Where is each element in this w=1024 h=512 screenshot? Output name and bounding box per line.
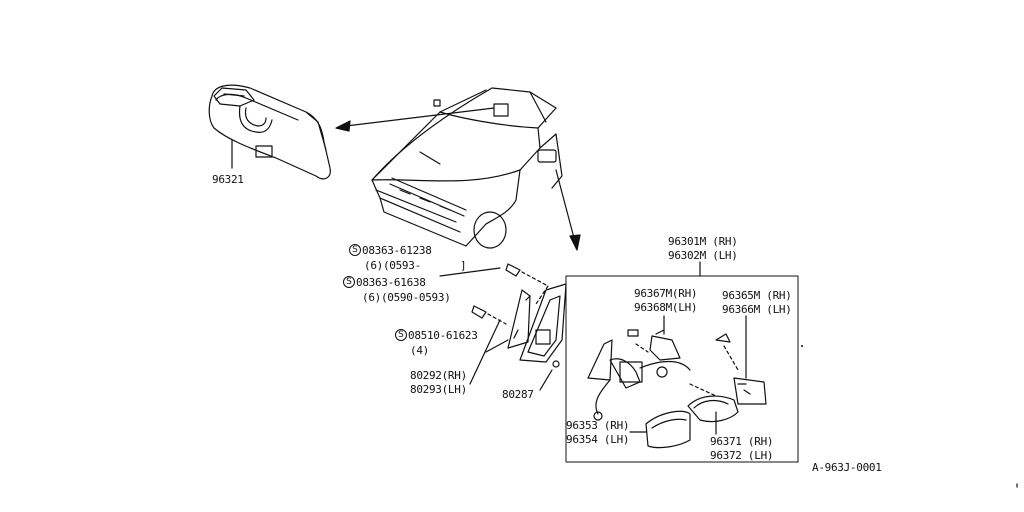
part-label-screw2-code: 08363-61638 <box>356 276 426 289</box>
part-label-screw1-end: ] <box>460 259 467 272</box>
s-mark-icon: S <box>343 276 355 288</box>
part-label-finisher-rh: 80292(RH) <box>410 369 467 382</box>
part-label-glass-rh: 96365M (RH) <box>722 289 792 302</box>
part-label-housing-rh: 96371 (RH) <box>710 435 774 448</box>
screw-parts <box>440 264 548 324</box>
arrow-to-mirror <box>556 170 580 250</box>
s-mark-icon: S <box>395 329 407 341</box>
cover-drawing <box>630 411 690 447</box>
finisher-drawing <box>470 284 566 390</box>
part-label-finisher-lh: 80293(LH) <box>410 383 467 396</box>
part-label-clip: 80287 <box>502 388 534 401</box>
part-label-cover-rh: 96353 (RH) <box>566 419 630 432</box>
s-mark-icon: S <box>349 244 361 256</box>
part-label-screw1-code: 08363-61238 <box>362 244 432 257</box>
part-label-mirror-rh: 96301M (RH) <box>668 235 738 248</box>
mirror-base-drawing <box>588 340 690 420</box>
arrow-to-sun-visor <box>336 108 494 131</box>
car-front-drawing <box>372 88 562 248</box>
part-label-sun-visor: 96321 <box>212 173 244 186</box>
part-label-cover-lh: 96354 (LH) <box>566 433 630 446</box>
part-label-bolt-code: 08510-61623 <box>408 329 478 342</box>
actuator-drawing <box>628 316 680 360</box>
part-label-actuator-lh: 96368M(LH) <box>634 301 698 314</box>
part-label-housing-lh: 96372 (LH) <box>710 449 774 462</box>
part-label-screw1-qty: (6)(0593- <box>364 259 421 272</box>
part-label-actuator-rh: 96367M(RH) <box>634 287 698 300</box>
diagram-code: A-963J-0001 <box>812 461 882 474</box>
part-label-screw2-qty: (6)(0590-0593) <box>362 291 451 304</box>
glass-drawing <box>716 316 766 404</box>
part-label-mirror-lh: 96302M (LH) <box>668 249 738 262</box>
sun-visor-drawing <box>209 85 330 179</box>
housing-drawing <box>688 384 738 434</box>
part-label-glass-lh: 96366M (LH) <box>722 303 792 316</box>
part-label-bolt-qty: (4) <box>410 344 429 357</box>
mirror-assembly-box <box>566 262 798 462</box>
